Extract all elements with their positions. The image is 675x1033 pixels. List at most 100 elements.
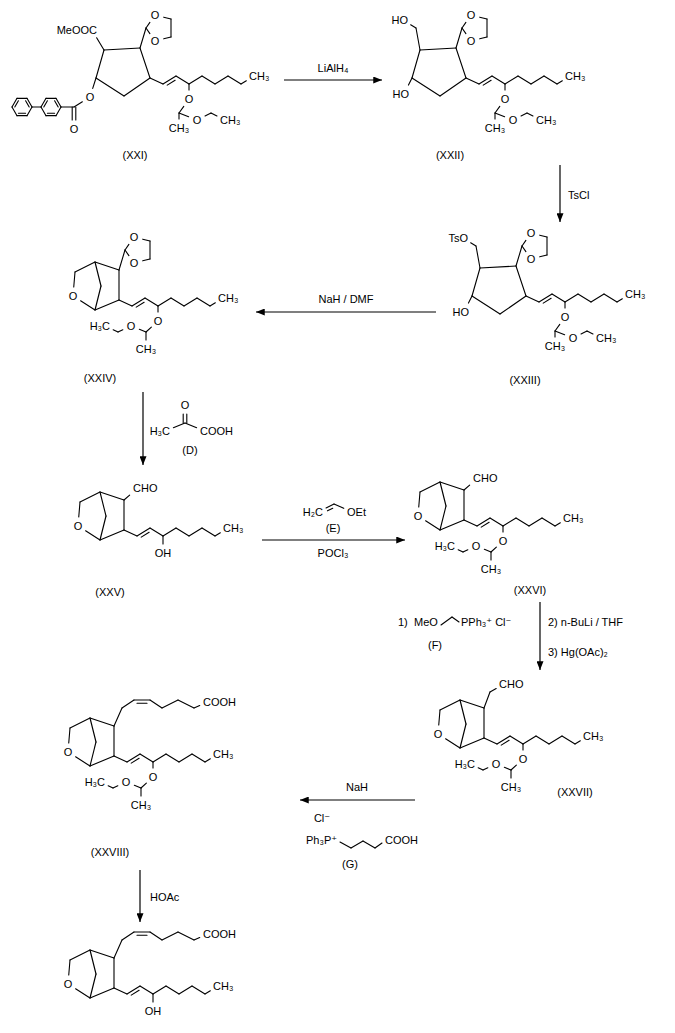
bond-line	[70, 718, 90, 728]
bond-line	[516, 246, 522, 266]
bond-line	[80, 492, 100, 502]
bond-line	[86, 531, 100, 540]
bond-line	[480, 37, 487, 39]
atom-label: O	[413, 510, 424, 523]
bond-line	[192, 754, 205, 762]
bond-line	[75, 262, 95, 272]
bond-line	[100, 492, 106, 516]
bond-line	[179, 986, 192, 994]
bond-line	[460, 700, 484, 708]
bond-line	[340, 842, 351, 848]
bond-line	[555, 523, 560, 526]
bond-line	[150, 528, 163, 536]
compound-structure: OCOOHCH₃OH	[40, 922, 300, 1028]
bond-line	[100, 530, 124, 540]
bond-line	[140, 754, 153, 762]
atom-label: O	[466, 9, 477, 22]
bond-line	[549, 736, 562, 744]
atom-label: CH₃	[168, 122, 190, 135]
compound-number: (XXII)	[435, 149, 465, 162]
bond-line	[412, 50, 420, 78]
bond-line	[479, 76, 492, 84]
atom-label: O	[73, 520, 84, 533]
compound-structure: MeOOCOOOOCH₃OCH₃OCH₃(XXI)	[5, 5, 284, 165]
bond-line	[522, 240, 526, 246]
bond-line	[143, 239, 150, 241]
reaction-arrow	[142, 392, 143, 465]
bond-line	[114, 708, 122, 726]
bond-line	[166, 986, 179, 994]
bond-line	[141, 532, 149, 537]
bond-line	[123, 500, 124, 530]
reagent-text: COOH	[199, 425, 234, 438]
bond-line	[152, 994, 153, 1002]
atom-label: MeOOC	[56, 24, 98, 37]
bond-line	[363, 841, 375, 848]
bond-line	[153, 986, 166, 994]
bond-line	[351, 841, 363, 848]
bond-line	[446, 739, 460, 748]
bond-line	[146, 327, 151, 332]
reaction-condition: (D)	[181, 444, 198, 457]
atom-label: O	[150, 9, 161, 22]
bond-line	[440, 700, 460, 710]
bond-line	[72, 107, 73, 120]
atom-label: COOH	[202, 696, 237, 709]
bond-line	[495, 113, 505, 117]
reaction-condition: NaH	[345, 781, 369, 794]
bond-line	[480, 266, 516, 268]
bond-line	[540, 235, 547, 237]
bond-line	[93, 78, 96, 88]
bond-line	[170, 19, 171, 37]
bond-line	[486, 19, 487, 37]
bond-line	[604, 294, 617, 302]
bond-line	[119, 250, 125, 270]
bond-line	[197, 298, 210, 306]
atom-label: CH₃	[595, 332, 617, 345]
bond-line	[471, 243, 476, 246]
bond-line	[124, 78, 150, 96]
atom-label: O	[526, 253, 537, 266]
bond-line	[113, 958, 114, 988]
bond-line	[189, 76, 202, 84]
bond-line	[460, 738, 484, 748]
bond-line	[114, 988, 127, 994]
atom-label: TsO	[447, 232, 469, 245]
atom-label: CH₃	[480, 563, 502, 576]
bond-line	[76, 989, 90, 998]
bond-line	[79, 502, 80, 517]
atom-label: OH	[154, 547, 173, 560]
compound-structure: OCHOCH₃OH(XXV)	[65, 465, 262, 608]
bond-line	[439, 710, 440, 725]
reagent-text: MeO	[413, 616, 439, 629]
bond-line	[490, 688, 496, 692]
bond-line	[503, 518, 516, 526]
bond-line	[505, 76, 518, 84]
atom-label: CH₃	[219, 114, 241, 127]
bond-line	[74, 102, 82, 107]
atom-label: O	[184, 93, 195, 106]
bond-line	[114, 756, 127, 762]
bond-line	[90, 718, 114, 726]
bond-line	[153, 754, 166, 762]
bond-line	[179, 113, 189, 117]
bond-line	[139, 329, 146, 332]
bond-line	[90, 950, 114, 958]
compound-number: (XXVIII)	[90, 846, 131, 859]
bond-line	[334, 504, 344, 508]
compound-structure: OCHOCH₃OCH₃OH₃C(XXVI)	[405, 462, 600, 602]
atom-label: O	[518, 753, 529, 766]
bond-line	[205, 113, 211, 116]
bond-line	[426, 521, 440, 530]
bond-line	[127, 986, 140, 994]
atom-label: H₃C	[89, 320, 111, 333]
bond-line	[186, 414, 187, 423]
bond-line	[162, 932, 178, 940]
bond-line	[565, 294, 578, 302]
bond-line	[555, 331, 565, 335]
atom-label: H₃C	[454, 758, 476, 771]
atom-label: CH₃	[500, 781, 522, 794]
bond-line	[578, 294, 591, 302]
atom-label: CH₃	[562, 512, 584, 525]
atom-label: CH₃	[217, 292, 239, 305]
